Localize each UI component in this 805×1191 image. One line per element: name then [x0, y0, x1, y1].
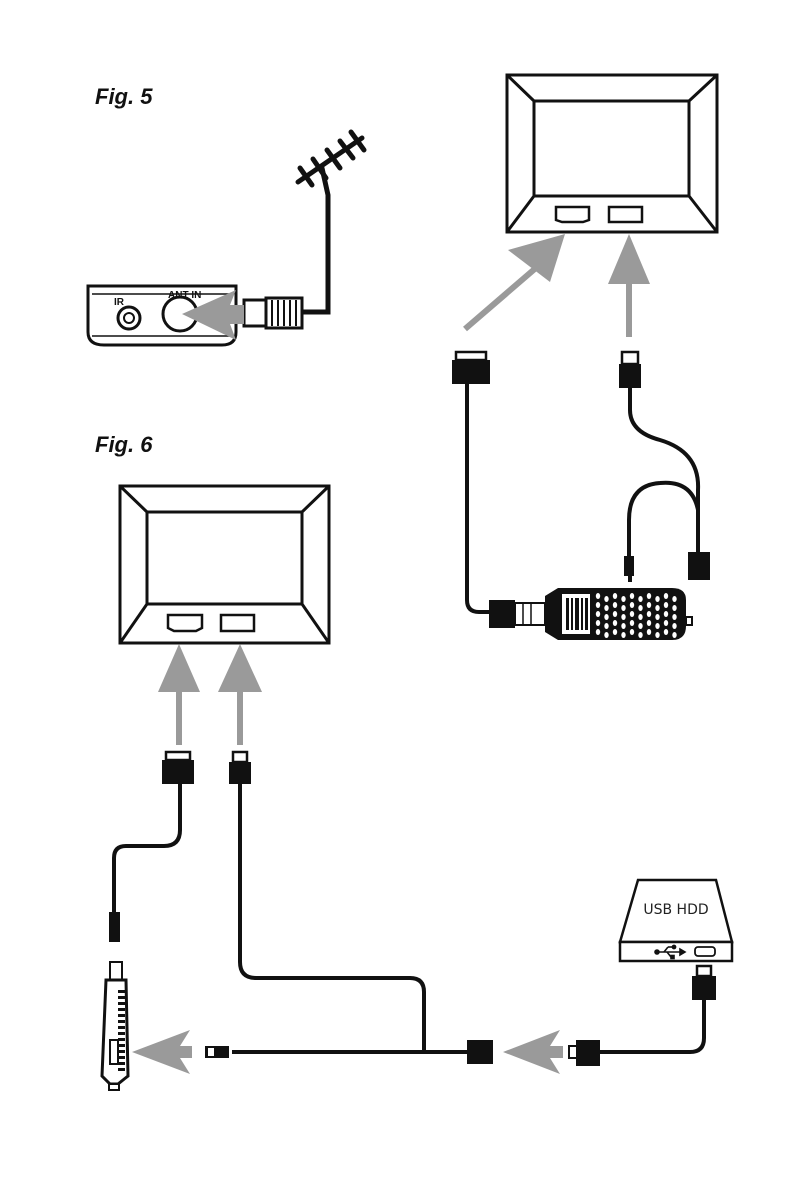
dongle-vent	[630, 593, 634, 599]
dongle-vent	[596, 602, 600, 608]
usb-y-cable-bottom	[205, 752, 493, 1064]
dongle-vent	[613, 602, 617, 608]
hdd-usb-port	[695, 947, 715, 956]
arrow-to-tv-bottom-usb	[218, 644, 262, 745]
dongle-vent	[118, 1008, 125, 1011]
dongle-vent	[672, 623, 676, 629]
dongle-vent	[672, 596, 676, 602]
dongle-vent	[596, 620, 600, 626]
tv-bottom	[120, 486, 329, 643]
dongle-vent	[596, 593, 600, 599]
tv-stick-dongle-top	[515, 588, 692, 640]
hdmi-cable-top	[452, 352, 515, 628]
dongle-vent	[638, 623, 642, 629]
dongle-vent	[621, 605, 625, 611]
dongle-vent	[118, 1068, 125, 1071]
dongle-vent	[118, 1014, 125, 1017]
tv-top-hdmi-port	[556, 207, 589, 222]
arrow-to-usb-junction	[503, 1030, 563, 1074]
dongle-vent	[118, 1038, 125, 1041]
dongle-vent	[638, 605, 642, 611]
dongle-vent	[118, 1002, 125, 1005]
coax-plug	[244, 298, 302, 328]
hdd-usb-cable	[569, 966, 716, 1066]
hdmi-cable-bottom	[109, 752, 194, 942]
dongle-vent	[613, 611, 617, 617]
dongle-vent	[664, 611, 668, 617]
ir-label: IR	[114, 297, 125, 308]
dongle-vent	[118, 1020, 125, 1023]
dongle-vent	[630, 611, 634, 617]
dongle-vent	[613, 593, 617, 599]
dongle-vent	[604, 614, 608, 620]
dongle-vent	[118, 1026, 125, 1029]
arrow-to-dongle-bottom	[132, 1030, 192, 1074]
dongle-vent	[638, 614, 642, 620]
dongle-vent	[118, 996, 125, 999]
dongle-vent	[672, 605, 676, 611]
dongle-vent	[647, 611, 651, 617]
dongle-vent	[118, 1044, 125, 1047]
dongle-vent	[604, 596, 608, 602]
dongle-vent	[613, 629, 617, 635]
arrow-to-tv-top-usb	[608, 234, 650, 337]
dongle-vent	[638, 632, 642, 638]
dongle-vent	[596, 611, 600, 617]
dongle-vent	[621, 596, 625, 602]
arrow-to-tv-top-hdmi	[465, 234, 565, 329]
fig5-label: Fig. 5	[95, 84, 153, 109]
dongle-vent	[613, 620, 617, 626]
dongle-vent	[630, 629, 634, 635]
dongle-vent	[118, 1050, 125, 1053]
fig6-label: Fig. 6	[95, 432, 153, 457]
tv-bottom-usb-port	[221, 615, 254, 631]
dongle-vent	[638, 596, 642, 602]
dongle-vent	[655, 614, 659, 620]
dongle-vent	[596, 629, 600, 635]
dongle-vent	[664, 593, 668, 599]
dongle-vent	[118, 1032, 125, 1035]
tv-top-usb-port	[609, 207, 642, 222]
dongle-vent	[604, 632, 608, 638]
dongle-vent	[604, 623, 608, 629]
usb-y-cable-top	[619, 352, 710, 582]
dongle-vent	[621, 632, 625, 638]
antenna-icon	[298, 132, 364, 312]
dongle-vent	[621, 614, 625, 620]
dongle-vent	[647, 602, 651, 608]
dongle-vent	[118, 1056, 125, 1059]
arrow-to-tv-bottom-hdmi	[158, 644, 200, 745]
dongle-vent	[664, 620, 668, 626]
dongle-vent	[647, 593, 651, 599]
dongle-vent	[672, 614, 676, 620]
dongle-vent	[672, 632, 676, 638]
dongle-vent	[664, 602, 668, 608]
dongle-vent	[655, 632, 659, 638]
tv-bottom-hdmi-port	[168, 615, 202, 631]
tv-top	[507, 75, 717, 232]
dongle-vent	[655, 623, 659, 629]
dongle-vent	[118, 990, 125, 993]
dongle-vent	[604, 605, 608, 611]
dongle-vent	[118, 1062, 125, 1065]
dongle-vent	[647, 629, 651, 635]
dongle-vent	[655, 596, 659, 602]
usb-hdd: USB HDD	[620, 880, 732, 961]
dongle-vent	[630, 620, 634, 626]
dongle-vent	[647, 620, 651, 626]
dongle-vent	[664, 629, 668, 635]
tv-stick-dongle-bottom	[102, 962, 128, 1090]
usb-hdd-label: USB HDD	[643, 902, 708, 918]
dongle-vent	[621, 623, 625, 629]
dongle-vent	[630, 602, 634, 608]
dongle-vent	[655, 605, 659, 611]
